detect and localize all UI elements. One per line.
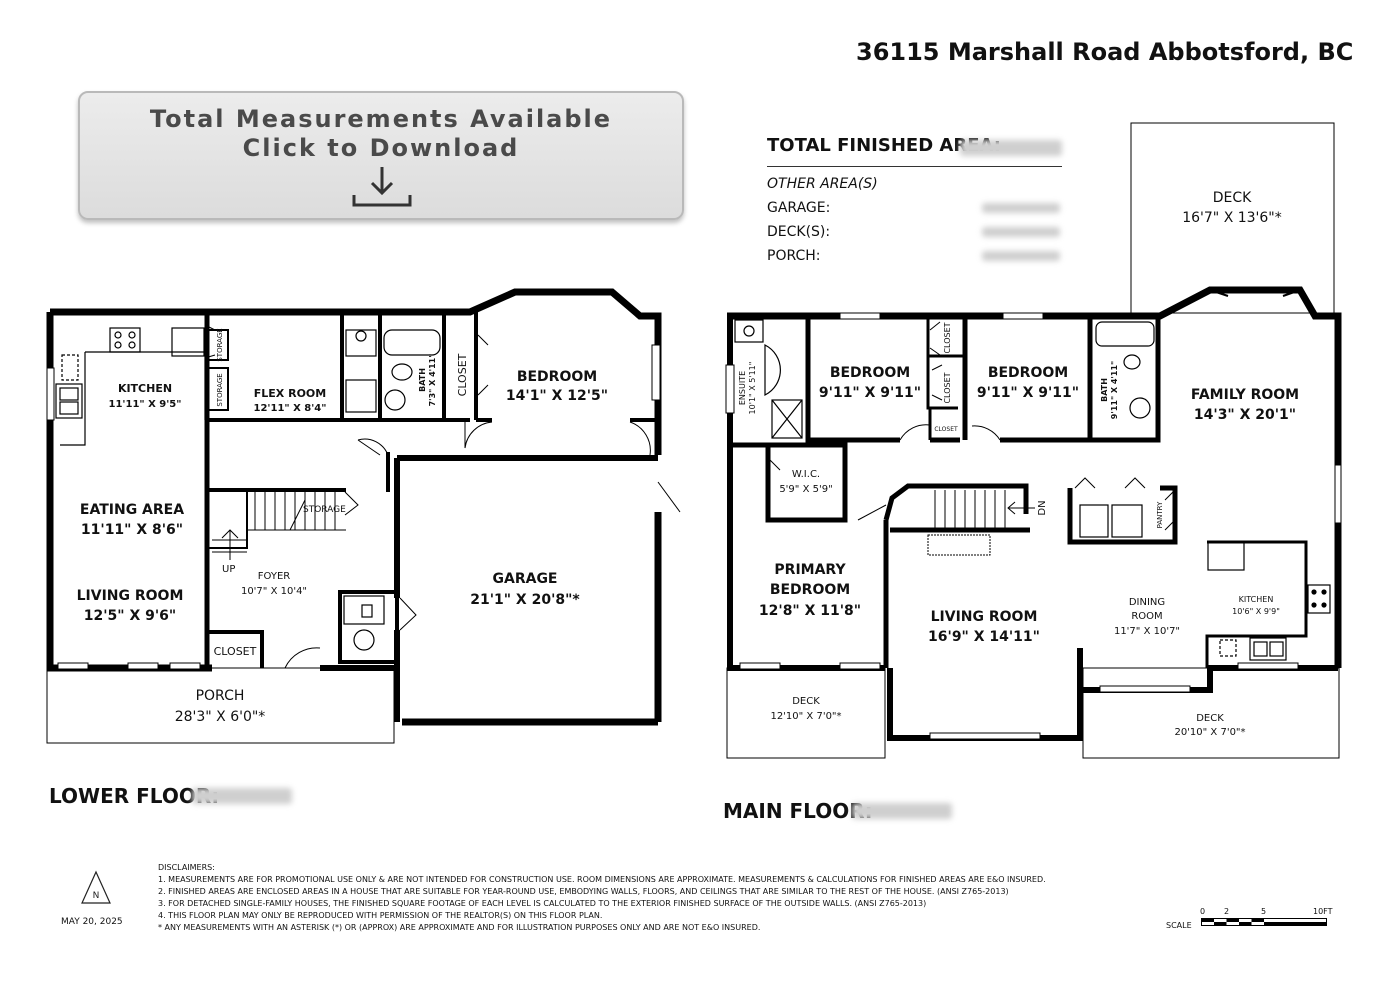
- kitchen-dim: 10'6" X 9'9": [1232, 607, 1280, 616]
- bath-dim: 9'11" X 4'11": [1110, 361, 1119, 419]
- deck-right-name: DECK: [1196, 713, 1224, 724]
- primary-name-1: PRIMARY: [774, 562, 846, 578]
- garage-dim: 21'1" X 20'8"*: [470, 592, 580, 608]
- total-area-blurred: [960, 140, 1062, 156]
- main-floor-label: MAIN FLOOR:: [723, 799, 873, 823]
- lower-floor-label: LOWER FLOOR:: [49, 784, 220, 808]
- eating-name: EATING AREA: [80, 502, 184, 518]
- closet3-label: CLOSET: [934, 426, 958, 433]
- garage-name: GARAGE: [493, 571, 558, 587]
- pantry-label: PANTRY: [1156, 501, 1164, 528]
- living-name: LIVING ROOM: [931, 609, 1038, 625]
- deck-left-name: DECK: [792, 696, 820, 707]
- garage-area-label: GARAGE:: [767, 200, 831, 216]
- lower-floor-area-blurred: [192, 788, 292, 804]
- disclaimers: DISCLAIMERS: 1. MEASUREMENTS ARE FOR PRO…: [158, 862, 1046, 934]
- kitchen-name: KITCHEN: [118, 382, 172, 395]
- disclaimer-2: 2. FINISHED AREAS ARE ENCLOSED AREAS IN …: [158, 887, 1009, 896]
- bedroom1-name: BEDROOM: [830, 365, 910, 381]
- kitchen-dim: 11'11" X 9'5": [109, 399, 182, 410]
- storage-2-label: STORAGE: [216, 373, 224, 406]
- main-floor-area-blurred: [852, 803, 952, 819]
- download-icon: [352, 167, 412, 207]
- top-deck-name: DECK: [1213, 190, 1252, 206]
- scale-tick-0: 0: [1200, 907, 1206, 916]
- lower-floor-labels: KITCHEN 11'11" X 9'5" FLEX ROOM 12'11" X…: [77, 328, 608, 725]
- eating-dim: 11'11" X 8'6": [81, 522, 183, 538]
- bedroom-dim: 14'1" X 12'5": [506, 388, 608, 404]
- north-arrow-icon: N: [81, 870, 111, 904]
- closet1-label: CLOSET: [943, 322, 952, 353]
- disclaimer-1: 1. MEASUREMENTS ARE FOR PROMOTIONAL USE …: [158, 875, 1046, 884]
- main-floor-plan: [725, 122, 1342, 759]
- decks-area-blurred: [982, 227, 1060, 237]
- porch-outline: [46, 667, 395, 744]
- porch-area-blurred: [982, 251, 1060, 261]
- garage-area-blurred: [982, 203, 1060, 213]
- family-name: FAMILY ROOM: [1191, 387, 1299, 403]
- wic-name: W.I.C.: [792, 469, 820, 480]
- kitchen-name: KITCHEN: [1239, 595, 1274, 604]
- bedroom-name: BEDROOM: [517, 369, 597, 385]
- closet-top-label: CLOSET: [456, 353, 469, 396]
- total-finished-area-label: TOTAL FINISHED AREA:: [767, 135, 1001, 156]
- bath-name: BATH: [1100, 378, 1109, 402]
- top-deck-dim: 16'7" X 13'6"*: [1182, 210, 1282, 226]
- flex-dim: 12'11" X 8'4": [254, 403, 327, 414]
- dn-label: DN: [1037, 500, 1048, 515]
- living-name: LIVING ROOM: [77, 588, 184, 604]
- living-dim: 16'9" X 14'11": [928, 629, 1040, 645]
- foyer-dim: 10'7" X 10'4": [241, 586, 307, 597]
- dining-name-2: ROOM: [1131, 611, 1162, 622]
- dining-dim: 11'7" X 10'7": [1114, 626, 1180, 637]
- storage-1-label: STORAGE: [216, 328, 224, 361]
- storage-stairs-label: STORAGE: [303, 505, 346, 515]
- foyer-name: FOYER: [258, 571, 291, 582]
- up-label: UP: [222, 564, 235, 575]
- bedroom1-dim: 9'11" X 9'11": [819, 385, 921, 401]
- foyer-closet-label: CLOSET: [214, 645, 257, 658]
- ensuite-dim: 10'1" X 5'11": [748, 362, 757, 415]
- deck-right-dim: 20'10" X 7'0"*: [1174, 727, 1245, 738]
- scale-tick-5: 5: [1261, 907, 1267, 916]
- dining-name-1: DINING: [1129, 597, 1165, 608]
- family-dim: 14'3" X 20'1": [1194, 407, 1296, 423]
- area-divider: [767, 166, 1062, 167]
- bath-name: BATH: [418, 368, 427, 392]
- scale-tick-10: 10FT: [1313, 907, 1333, 916]
- download-line-2: Click to Download: [242, 134, 520, 162]
- lower-floor-plan: [46, 288, 681, 744]
- scale-label: SCALE: [1166, 921, 1192, 930]
- scale-tick-2: 2: [1224, 907, 1230, 916]
- porch-area-label: PORCH:: [767, 248, 821, 264]
- disclaimer-5: * ANY MEASUREMENTS WITH AN ASTERISK (*) …: [158, 923, 761, 932]
- plan-date: MAY 20, 2025: [61, 917, 123, 927]
- property-address: 36115 Marshall Road Abbotsford, BC: [856, 38, 1354, 66]
- primary-dim: 12'8" X 11'8": [759, 603, 861, 619]
- scale-bar: [1201, 918, 1327, 926]
- flex-name: FLEX ROOM: [254, 387, 326, 400]
- disclaimer-4: 4. THIS FLOOR PLAN MAY ONLY BE REPRODUCE…: [158, 911, 603, 920]
- download-measurements-button[interactable]: Total Measurements Available Click to Do…: [78, 91, 684, 220]
- porch-name: PORCH: [196, 688, 245, 704]
- living-dim: 12'5" X 9'6": [84, 608, 176, 624]
- bath-dim: 7'3" X 4'11": [428, 354, 437, 407]
- closet2-label: CLOSET: [943, 372, 952, 403]
- other-areas-label: OTHER AREA(S): [767, 176, 878, 192]
- bedroom2-name: BEDROOM: [988, 365, 1068, 381]
- main-floor-labels: DECK 16'7" X 13'6"* ENSUITE 10'1" X 5'11…: [738, 190, 1299, 738]
- deck-left-dim: 12'10" X 7'0"*: [770, 711, 841, 722]
- decks-area-label: DECK(S):: [767, 224, 831, 240]
- disclaimer-3: 3. FOR DETACHED SINGLE-FAMILY HOUSES, TH…: [158, 899, 927, 908]
- compass-letter: N: [93, 891, 100, 901]
- ensuite-name: ENSUITE: [738, 371, 747, 405]
- bedroom2-dim: 9'11" X 9'11": [977, 385, 1079, 401]
- wic-dim: 5'9" X 5'9": [779, 484, 832, 495]
- porch-dim: 28'3" X 6'0"*: [175, 709, 266, 725]
- primary-name-2: BEDROOM: [770, 582, 850, 598]
- disclaimers-heading: DISCLAIMERS:: [158, 863, 215, 872]
- top-deck-outline: [1130, 122, 1335, 314]
- download-line-1: Total Measurements Available: [149, 105, 613, 133]
